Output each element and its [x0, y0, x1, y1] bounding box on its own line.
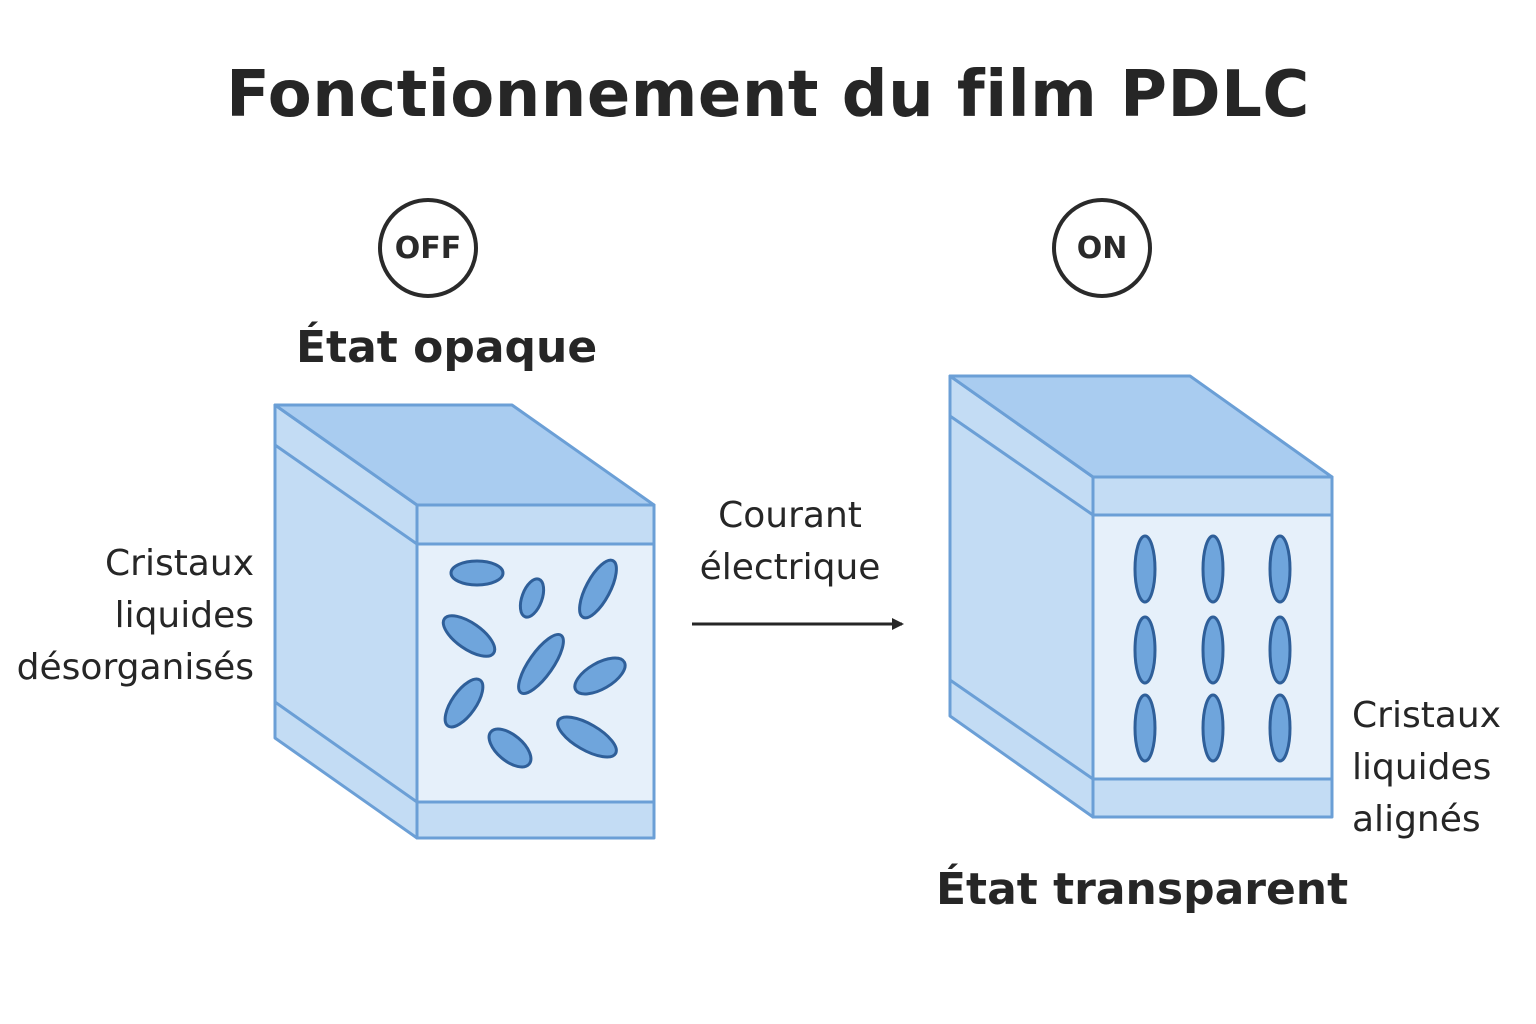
disorganized-crystals-line-2: liquides: [114, 595, 254, 636]
crystal: [1201, 615, 1225, 685]
opaque-box-side-band-top: [274, 443, 418, 546]
crystal: [578, 558, 618, 620]
transparent-box-side-band-top: [949, 414, 1094, 517]
crystal: [1133, 693, 1157, 763]
electric-current-label: Courant électrique: [690, 490, 890, 594]
disorganized-crystals: [441, 558, 627, 769]
aligned-crystals-line-2: liquides: [1352, 747, 1492, 788]
crystal: [556, 715, 618, 759]
crystal: [518, 577, 546, 619]
electric-current-line-1: Courant: [718, 495, 862, 536]
crystal: [1268, 693, 1292, 763]
diagram-title: Fonctionnement du film PDLC: [226, 58, 1310, 132]
crystal: [517, 633, 565, 695]
disorganized-crystals-line-3: désorganisés: [16, 647, 254, 688]
aligned-crystals-line-3: alignés: [1352, 799, 1481, 840]
crystal: [487, 727, 533, 769]
off-badge: OFF: [378, 198, 478, 298]
crystal: [1268, 534, 1292, 604]
crystal: [443, 677, 485, 729]
transparent-film-box: [948, 374, 1334, 819]
disorganized-crystals-line-1: Cristaux: [105, 543, 254, 584]
crystal: [573, 656, 627, 696]
crystal: [1133, 534, 1157, 604]
transparent-box-side-band-bottom: [949, 678, 1094, 781]
opaque-box-side-band-bottom: [274, 700, 418, 804]
crystal: [441, 614, 497, 658]
aligned-crystals: [1133, 534, 1292, 763]
on-badge: ON: [1052, 198, 1152, 298]
disorganized-crystals-label: Cristaux liquides désorganisés: [17, 538, 254, 694]
crystal: [1201, 693, 1225, 763]
electric-current-line-2: électrique: [699, 547, 881, 588]
crystal: [1201, 534, 1225, 604]
transparent-state-label: État transparent: [936, 864, 1349, 915]
crystal: [449, 559, 505, 587]
crystal: [1133, 615, 1157, 685]
aligned-crystals-label: Cristaux liquides alignés: [1352, 690, 1501, 846]
aligned-crystals-line-1: Cristaux: [1352, 695, 1501, 736]
opaque-film-box: [273, 403, 656, 840]
opaque-state-label: État opaque: [296, 322, 598, 373]
crystal: [1268, 615, 1292, 685]
